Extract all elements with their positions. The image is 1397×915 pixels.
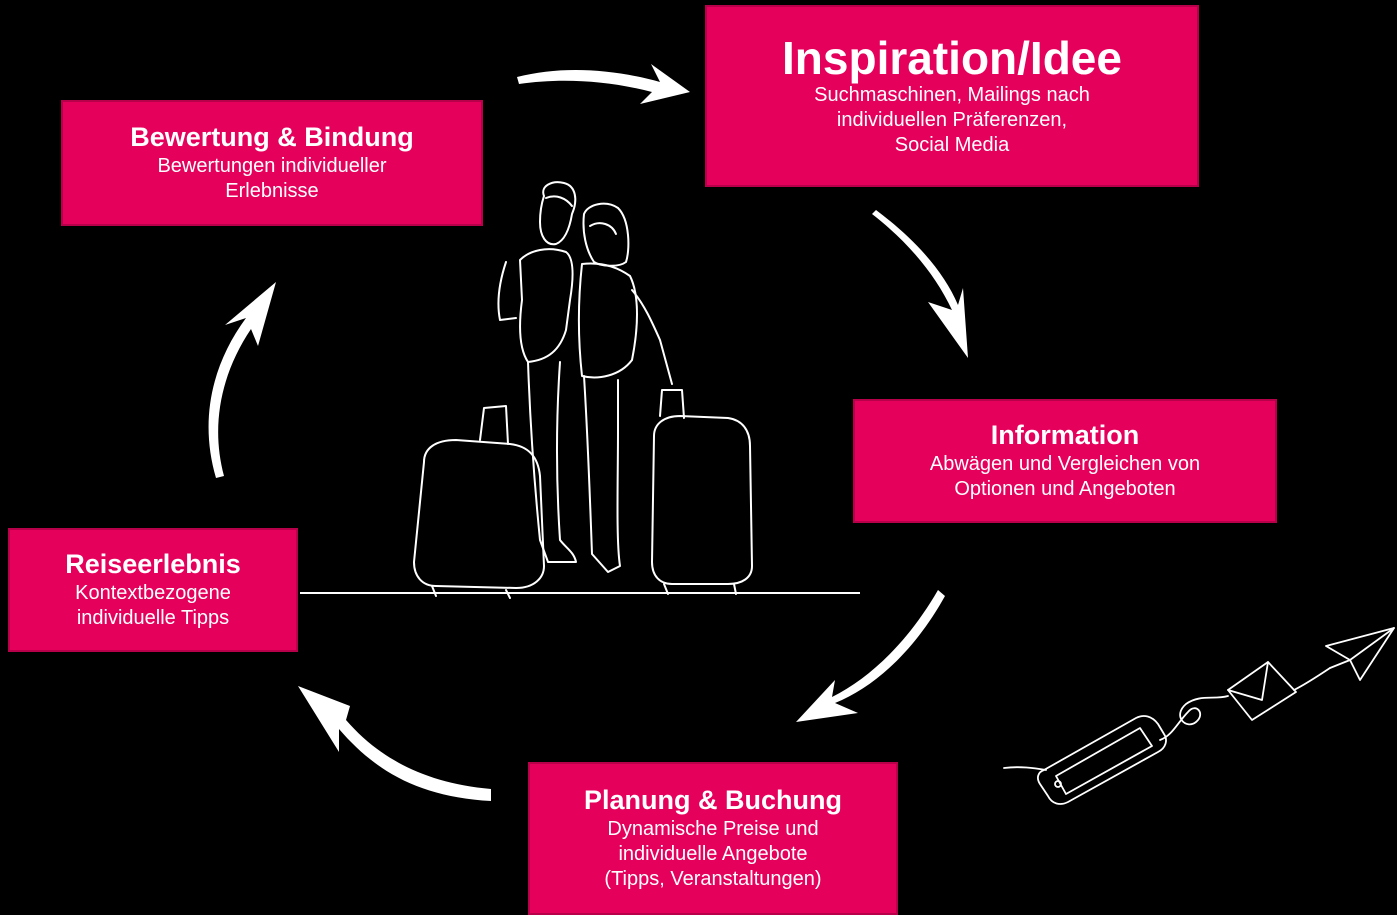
stage-box-information: Information Abwägen und Vergleichen von … xyxy=(853,399,1277,523)
email-icon xyxy=(1227,661,1297,721)
stage-box-inspiration: Inspiration/Idee Suchmaschinen, Mailings… xyxy=(705,5,1199,187)
arrow-bottom-left xyxy=(298,686,491,801)
stage-title: Bewertung & Bindung xyxy=(130,122,414,153)
stage-box-reiseerlebnis: Reiseerlebnis Kontextbezogene individuel… xyxy=(8,528,298,652)
phone-email-plane-illustration xyxy=(1003,627,1395,805)
paper-plane-icon xyxy=(1325,627,1395,681)
stage-description: Abwägen und Vergleichen von Optionen und… xyxy=(929,452,1201,500)
arrow-left xyxy=(208,282,276,478)
stage-description: Bewertungen individueller Erlebnisse xyxy=(157,154,387,202)
couple-with-suitcases-illustration xyxy=(413,181,753,599)
stage-box-bewertung-bindung: Bewertung & Bindung Bewertungen individu… xyxy=(61,100,483,226)
stage-title: Reiseerlebnis xyxy=(65,549,241,580)
stage-description: Suchmaschinen, Mailings nach individuell… xyxy=(814,83,1090,156)
arrow-right xyxy=(872,210,968,358)
stage-title: Inspiration/Idee xyxy=(782,32,1122,85)
stage-description: Dynamische Preise und individuelle Angeb… xyxy=(604,817,822,890)
stage-title: Planung & Buchung xyxy=(584,785,842,816)
phone-icon xyxy=(1037,715,1167,805)
stage-title: Information xyxy=(990,420,1140,451)
arrow-top xyxy=(517,64,690,104)
arrow-bottom-right xyxy=(796,590,945,722)
stage-description: Kontextbezogene individuelle Tipps xyxy=(75,581,231,629)
stage-box-planung-buchung: Planung & Buchung Dynamische Preise und … xyxy=(528,762,898,915)
